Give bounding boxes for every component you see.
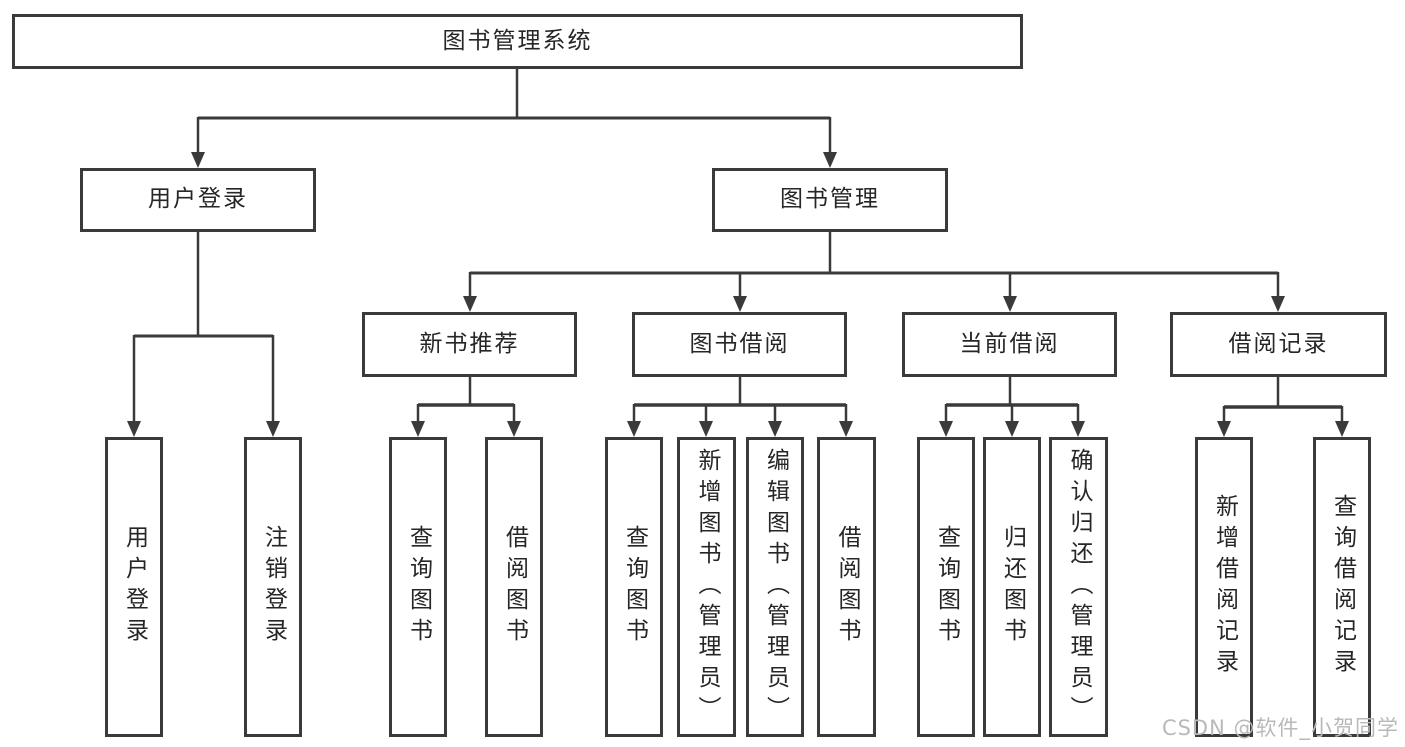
leaf-confirm-return-admin: 确认归还（管理员） xyxy=(1049,437,1108,737)
node-library-management-system: 图书管理系统 xyxy=(12,14,1023,69)
leaf-borrow-books-borrowing: 借阅图书 xyxy=(817,437,876,737)
leaf-add-borrow-record: 新增借阅记录 xyxy=(1195,437,1253,737)
leaf-query-books-borrowing: 查询图书 xyxy=(605,437,663,737)
node-user-login: 用户登录 xyxy=(80,168,316,232)
arrowheads xyxy=(127,152,1349,437)
leaf-query-books-recommend: 查询图书 xyxy=(389,437,447,737)
node-current-borrowing: 当前借阅 xyxy=(902,312,1117,377)
leaf-user-login: 用户登录 xyxy=(105,437,163,737)
node-new-book-recommend: 新书推荐 xyxy=(362,312,577,377)
node-borrowing-records: 借阅记录 xyxy=(1170,312,1387,377)
leaf-add-book-admin: 新增图书（管理员） xyxy=(677,437,736,737)
leaf-return-books: 归还图书 xyxy=(983,437,1041,737)
csdn-watermark: CSDN @软件_小贺同学 xyxy=(1161,716,1399,740)
leaf-edit-book-admin: 编辑图书（管理员） xyxy=(746,437,804,737)
leaf-query-books-current: 查询图书 xyxy=(917,437,975,737)
leaf-logout: 注销登录 xyxy=(244,437,302,737)
node-book-borrowing: 图书借阅 xyxy=(632,312,847,377)
leaf-query-borrow-record: 查询借阅记录 xyxy=(1313,437,1371,737)
leaf-borrow-books-recommend: 借阅图书 xyxy=(485,437,543,737)
node-book-management: 图书管理 xyxy=(712,168,948,232)
